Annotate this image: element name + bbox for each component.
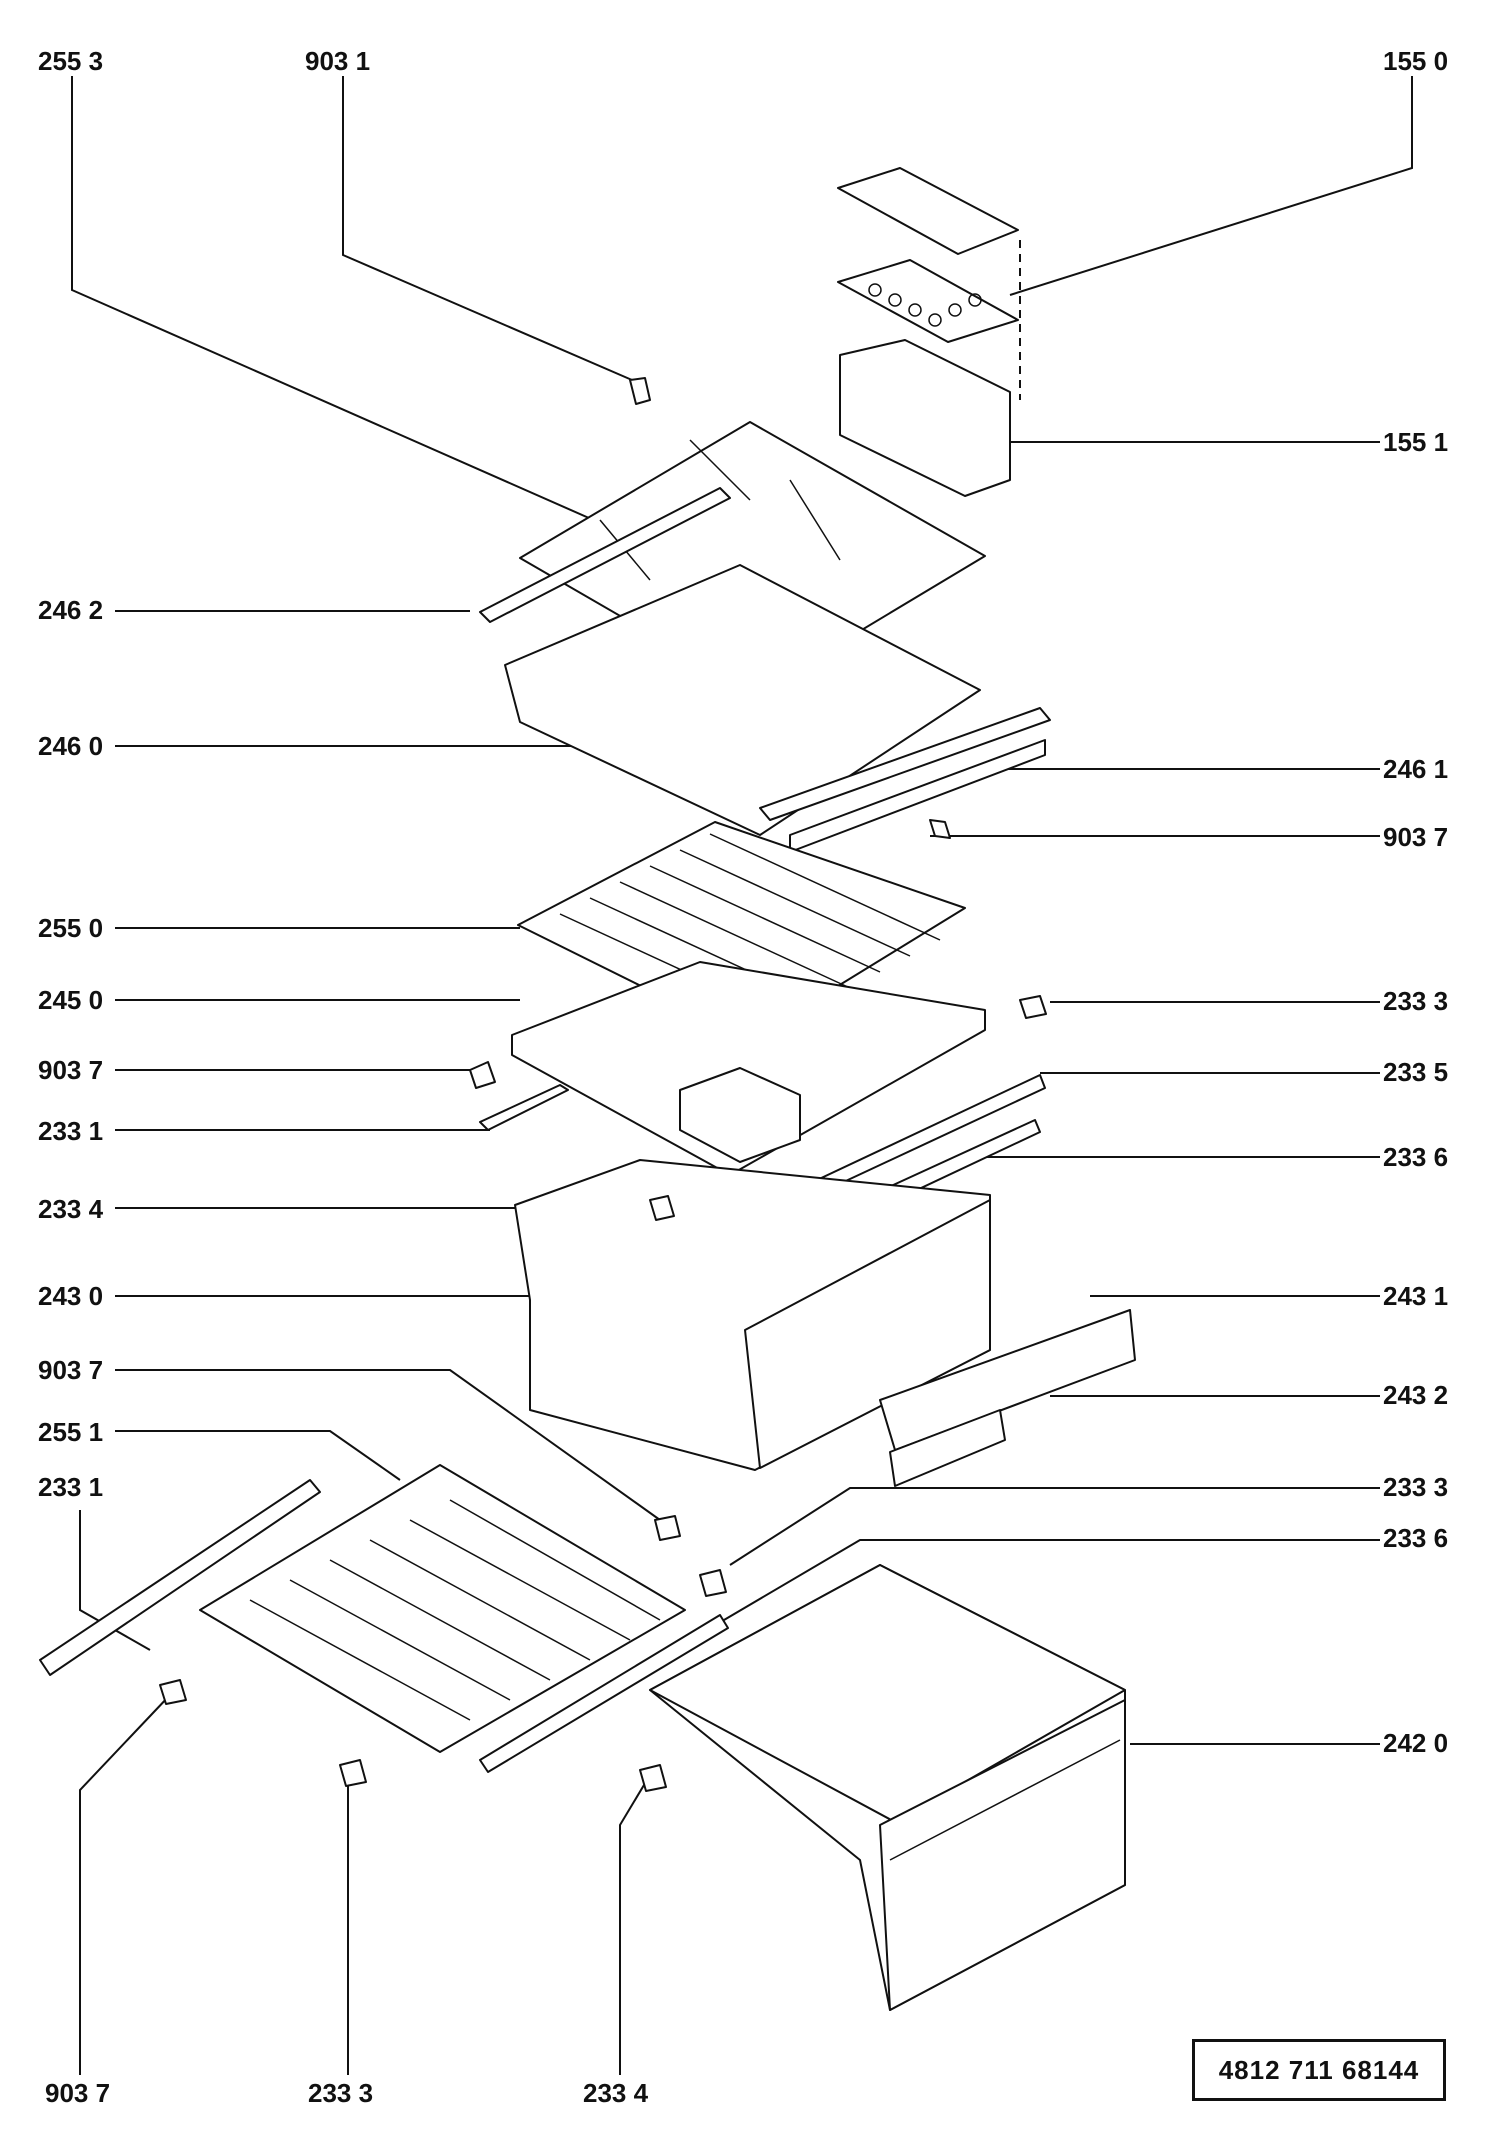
label-246-2: 246 2 <box>38 595 103 625</box>
trim-243-1 <box>889 1409 1006 1487</box>
leader-lines <box>71 76 1413 2075</box>
rail-233-1-lower <box>39 1479 321 1676</box>
drawer-243-0 <box>514 1159 1136 1487</box>
clip-903-7-left <box>469 1061 496 1089</box>
label-246-1: 246 1 <box>1383 754 1448 784</box>
label-903-7-upper: 903 7 <box>1383 822 1448 852</box>
clip-233-4-bottom <box>639 1764 667 1792</box>
label-246-0: 246 0 <box>38 731 103 761</box>
label-245-0: 245 0 <box>38 985 103 1015</box>
label-903-1: 903 1 <box>305 46 370 76</box>
leader-155-0 <box>1009 76 1413 296</box>
clip-903-1 <box>629 377 651 405</box>
clip-903-7-upper <box>929 819 951 839</box>
label-233-4-upper: 233 4 <box>38 1194 104 1224</box>
rail-246-1 <box>759 707 1051 821</box>
leader-255-1 <box>115 1430 401 1481</box>
clip-903-7-bottom <box>159 1679 187 1705</box>
label-243-0: 243 0 <box>38 1281 103 1311</box>
leader-233-6-lower <box>689 1539 1380 1641</box>
document-number-box: 4812 711 68144 <box>1192 2039 1446 2101</box>
label-233-5: 233 5 <box>1383 1057 1448 1087</box>
leader-903-1 <box>342 76 633 381</box>
egg-box-base <box>839 339 1011 497</box>
egg-box-lid <box>837 167 1019 255</box>
label-233-3-upper: 233 3 <box>1383 986 1448 1016</box>
label-903-7-mid: 903 7 <box>38 1355 103 1385</box>
part-labels: 255 3 903 1 155 0 155 1 246 2 246 0 246 … <box>38 46 1448 2108</box>
clip-903-7-mid <box>654 1515 681 1541</box>
wire-shelf-255-1 <box>39 1464 729 1792</box>
label-255-3: 255 3 <box>38 46 103 76</box>
leader-233-4-bottom <box>619 1774 651 2075</box>
label-242-0: 242 0 <box>1383 1728 1448 1758</box>
label-233-3-bottom: 233 3 <box>308 2078 373 2108</box>
rail-246-2 <box>479 487 731 623</box>
glass-shelf-assembly <box>479 421 1051 853</box>
leader-233-3-mid <box>729 1487 1380 1566</box>
label-255-0: 255 0 <box>38 913 103 943</box>
label-233-4-bottom: 233 4 <box>583 2078 649 2108</box>
leader-903-7-mid <box>115 1369 661 1521</box>
label-243-1: 243 1 <box>1383 1281 1448 1311</box>
document-number: 4812 711 68144 <box>1218 2054 1420 2085</box>
crisper-drawer-242-0 <box>649 1564 1126 2011</box>
label-233-1-lower: 233 1 <box>38 1472 103 1502</box>
clip-233-3-bottom <box>339 1759 367 1787</box>
label-233-1-upper: 233 1 <box>38 1116 103 1146</box>
trim-243-2 <box>879 1309 1136 1451</box>
clip-233-3-mid <box>699 1569 727 1597</box>
label-243-2: 243 2 <box>1383 1380 1448 1410</box>
label-233-6-lower: 233 6 <box>1383 1523 1448 1553</box>
rail-233-1-upper <box>479 1084 569 1131</box>
rail-233-6-lower <box>479 1614 729 1773</box>
shelf-frame-246-0 <box>504 564 981 836</box>
wire-shelf-255-0 <box>517 819 966 1041</box>
egg-box-assembly <box>629 167 1021 497</box>
clip-233-3-upper <box>1019 995 1047 1019</box>
egg-tray <box>837 259 1019 343</box>
label-255-1: 255 1 <box>38 1417 103 1447</box>
label-155-0: 155 0 <box>1383 46 1448 76</box>
leader-233-1-lower <box>79 1510 151 1651</box>
leader-903-7-bottom <box>79 1694 171 2075</box>
clip-233-4-upper <box>649 1195 675 1221</box>
label-903-7-bottom: 903 7 <box>45 2078 110 2108</box>
label-233-6-upper: 233 6 <box>1383 1142 1448 1172</box>
leader-255-3 <box>71 76 599 523</box>
label-903-7-left: 903 7 <box>38 1055 103 1085</box>
label-233-3-mid: 233 3 <box>1383 1472 1448 1502</box>
label-155-1: 155 1 <box>1383 427 1448 457</box>
